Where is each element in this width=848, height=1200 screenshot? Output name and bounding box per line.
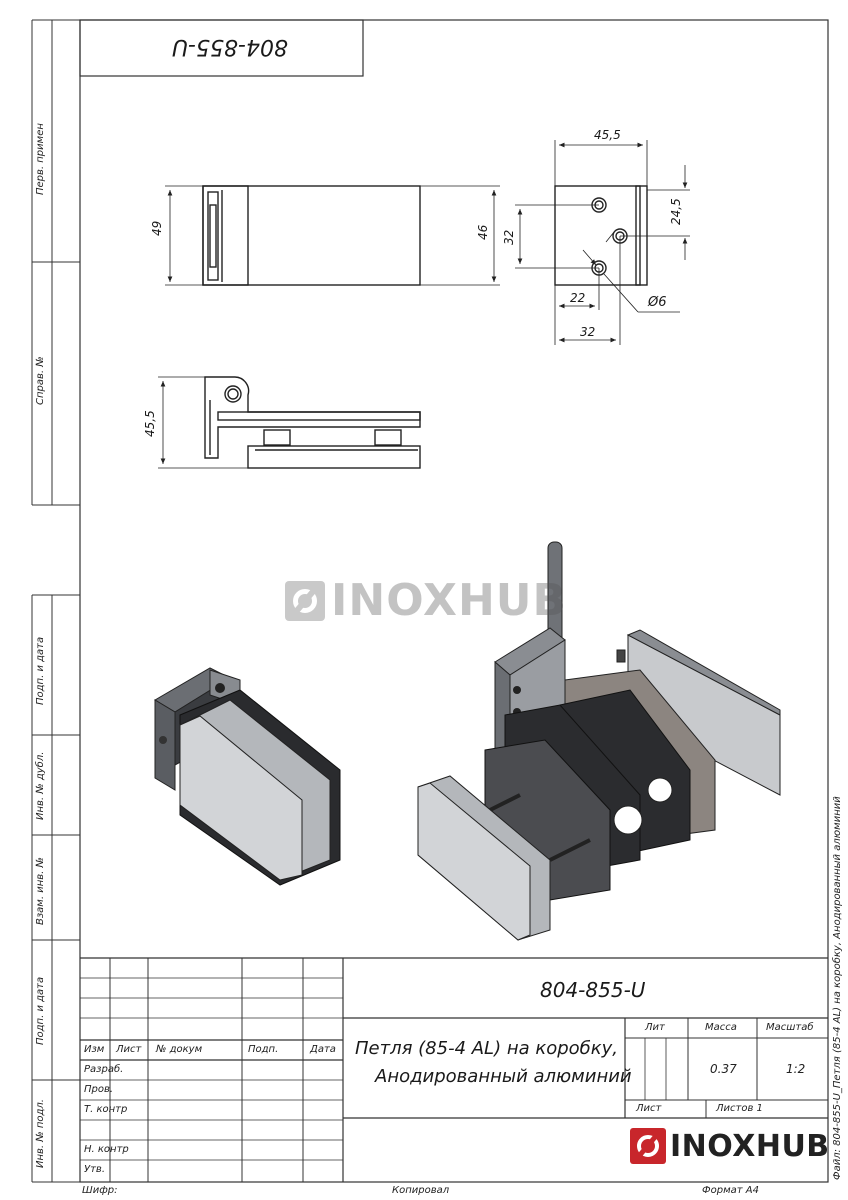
row-tkontr: Т. контр (84, 1104, 128, 1115)
dim-22: 22 (570, 291, 586, 305)
dim-diameter-6: Ø6 (648, 295, 667, 310)
row-prov: Пров. (84, 1084, 114, 1095)
exploded-hinge-illustration (417, 541, 781, 941)
watermark-text: INOXHUB (331, 575, 568, 626)
row-razrab: Разраб. (84, 1064, 124, 1075)
side-label-sprav-no: Справ. № (35, 356, 46, 405)
inoxhub-logo: INOXHUB (630, 1128, 830, 1164)
title-name-line1: Петля (85-4 AL) на коробку, (355, 1038, 619, 1059)
footer-kopiroval: Копировал (392, 1185, 450, 1196)
listov-label: Листов 1 (716, 1103, 763, 1114)
lit-label: Лит (645, 1022, 665, 1033)
logo-mark-icon (285, 580, 325, 621)
front-view (202, 185, 421, 286)
stamp-code-rotated: 804-855-U (172, 34, 288, 59)
dim-32-horizontal: 32 (580, 325, 596, 339)
side-label-inv-dubl: Инв. № дубл. (35, 751, 46, 820)
footer-shifr: Шифр: (82, 1185, 118, 1196)
col-podp: Подп. (248, 1044, 279, 1055)
row-utv: Утв. (84, 1164, 105, 1175)
side-label-perv-primen: Перв. примен (35, 123, 46, 195)
side-label-podp-data-1: Подп. и дата (35, 636, 46, 705)
title-name-line2: Анодированный алюминий (375, 1066, 632, 1087)
list-label: Лист (636, 1103, 662, 1114)
col-list: Лист (116, 1044, 142, 1055)
massa-label: Масса (705, 1022, 737, 1033)
col-izm: Изм (84, 1044, 105, 1055)
col-data: Дата (310, 1044, 336, 1055)
row-nkontr: Н. контр (84, 1144, 129, 1155)
col-ndok: № докум (156, 1044, 203, 1055)
masshtab-value: 1:2 (786, 1062, 806, 1076)
side-label-inv-podl: Инв. № подл. (35, 1099, 46, 1168)
footer-format: Формат А4 (702, 1185, 759, 1196)
title-code: 804-855-U (540, 978, 646, 1002)
side-label-podp-data-2: Подп. и дата (35, 976, 46, 1045)
masshtab-label: Масштаб (766, 1022, 814, 1033)
side-label-vzam-inv: Взам. инв. № (35, 857, 46, 925)
top-view (204, 376, 421, 469)
watermark: INOXHUB (285, 575, 567, 626)
file-note: Файл: 804-855-U_Петля (85-4 AL) на короб… (832, 796, 843, 1180)
massa-value: 0.37 (710, 1062, 737, 1076)
assembled-hinge-illustration (154, 667, 341, 886)
dim-45-5-top: 45,5 (594, 128, 621, 142)
logo-text: INOXHUB (670, 1128, 830, 1164)
logo-mark-icon (630, 1128, 666, 1164)
